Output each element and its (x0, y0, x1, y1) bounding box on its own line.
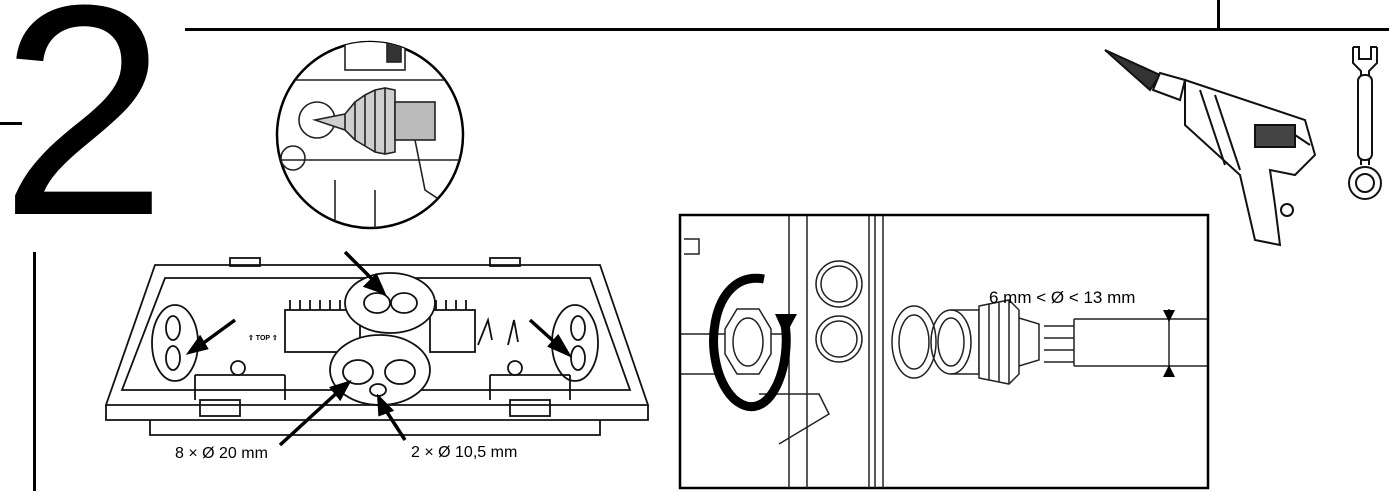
step-drill-detail-icon (275, 40, 465, 230)
small-holes-label: 2 × Ø 10,5 mm (411, 444, 518, 461)
housing-drawing: ⇧ TOP ⇧ (104, 250, 650, 447)
left-rule (33, 252, 36, 491)
step-number: 2 (0, 0, 167, 278)
wrench-icon (1348, 46, 1382, 200)
large-holes-label: 8 × Ø 20 mm (175, 445, 268, 462)
drill-with-step-bit-icon (1104, 49, 1317, 247)
cable-diameter-label: 6 mm < Ø < 13 mm (989, 288, 1136, 307)
top-right-tick (1217, 0, 1220, 30)
top-marker-label: ⇧ TOP ⇧ (248, 334, 278, 342)
top-rule (185, 28, 1389, 31)
left-tick (0, 122, 22, 125)
cable-gland-panel (678, 213, 1210, 490)
